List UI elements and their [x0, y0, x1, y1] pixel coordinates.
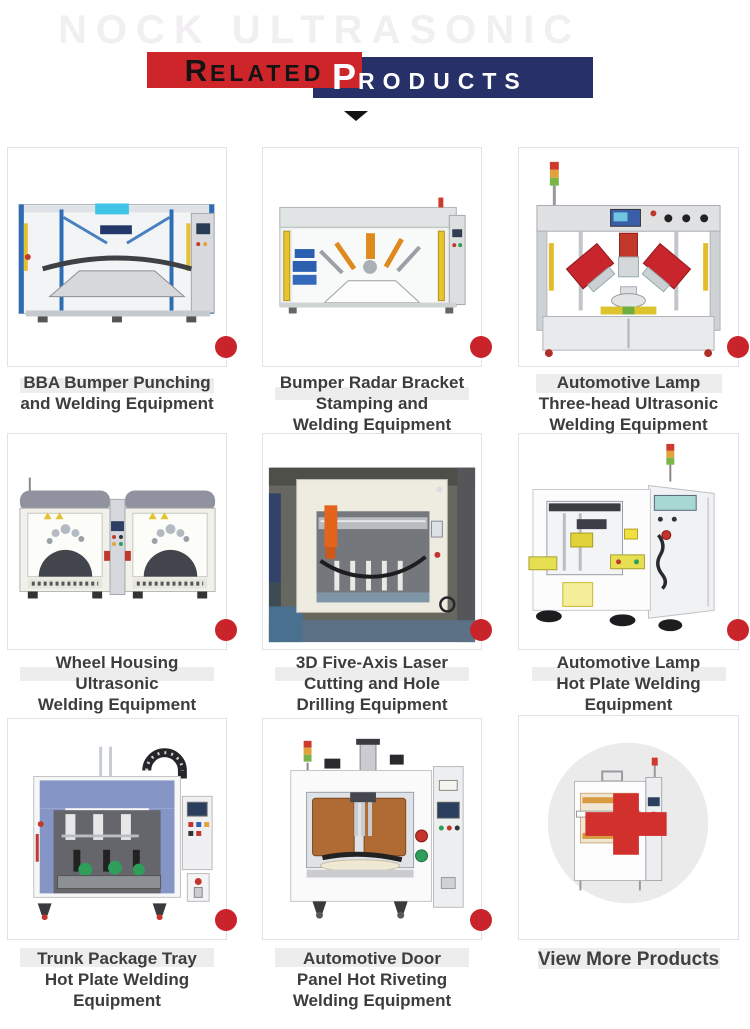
title-highlight — [535, 374, 722, 393]
title-line[interactable]: Hot Plate Welding — [556, 674, 701, 693]
title-line[interactable]: Cutting and Hole — [304, 674, 440, 693]
view-more-label[interactable]: View More Products — [537, 949, 720, 970]
red-dot-badge — [470, 619, 492, 641]
product-image-bba-bumper — [18, 203, 215, 323]
title-line[interactable]: Automotive Lamp — [556, 373, 701, 392]
red-dot-badge — [727, 619, 749, 641]
title-line[interactable]: Trunk Package Tray — [37, 949, 197, 968]
red-dot-badge — [470, 909, 492, 931]
title-highlight — [20, 378, 214, 393]
title-line[interactable]: Automotive Lamp — [556, 653, 701, 672]
title-highlight — [20, 948, 214, 967]
product-card-bumper-radar[interactable] — [262, 147, 492, 367]
header-red-box — [147, 52, 362, 88]
title-highlight — [275, 667, 469, 681]
title-line[interactable]: Panel Hot Riveting — [296, 970, 448, 989]
title-line[interactable]: Bumper Radar Bracket — [279, 373, 465, 392]
product-title-three-head-ultrasonic[interactable]: Automotive Lamp Three-head Ultrasonic We… — [518, 372, 739, 435]
product-title-bumper-radar[interactable]: Bumper Radar Bracket Stamping and Weldin… — [262, 372, 482, 435]
title-highlight — [275, 387, 469, 400]
product-title-laser-cutting[interactable]: 3D Five-Axis Laser Cutting and Hole Dril… — [262, 652, 482, 715]
product-image-wheel-housing — [19, 477, 216, 599]
title-highlight — [537, 948, 720, 969]
title-line[interactable]: Equipment — [584, 695, 673, 714]
title-line[interactable]: Welding Equipment — [292, 415, 452, 434]
red-dot-badge — [215, 336, 237, 358]
title-line[interactable]: 3D Five-Axis Laser — [295, 653, 449, 672]
red-dot-badge — [470, 336, 492, 358]
product-image-lamp-hot-plate — [528, 443, 715, 632]
title-line[interactable]: Welding Equipment — [292, 991, 452, 1010]
title-line[interactable]: Ultrasonic — [75, 674, 159, 693]
product-image-three-head-ultrasonic — [536, 161, 721, 358]
title-line[interactable]: Welding Equipment — [549, 415, 708, 434]
title-highlight — [531, 667, 726, 681]
triangle-down-icon — [344, 111, 368, 121]
title-line[interactable]: Stamping and — [315, 394, 429, 413]
red-dot-badge — [215, 619, 237, 641]
product-card-door-panel[interactable] — [262, 718, 492, 940]
product-card-three-head-ultrasonic[interactable] — [518, 147, 749, 367]
product-title-trunk-tray[interactable]: Trunk Package Tray Hot Plate Welding Equ… — [7, 948, 227, 1011]
title-line[interactable]: Automotive Door — [303, 949, 441, 968]
header-products-text: PRODUCTS — [332, 54, 592, 98]
product-image-bumper-radar — [279, 197, 466, 314]
product-title-bba-bumper[interactable]: BBA Bumper Punching and Welding Equipmen… — [7, 372, 227, 414]
title-line[interactable]: Wheel Housing — [55, 653, 179, 672]
title-line[interactable]: Welding Equipment — [37, 695, 197, 714]
products-rest: RODUCTS — [358, 68, 528, 94]
product-title-door-panel[interactable]: Automotive Door Panel Hot Riveting Weldi… — [262, 948, 482, 1011]
product-title-wheel-housing[interactable]: Wheel Housing Ultrasonic Welding Equipme… — [7, 652, 227, 715]
header-related-text: RELATED — [147, 52, 362, 88]
product-image-trunk-tray — [33, 746, 213, 921]
product-title-lamp-hot-plate[interactable]: Automotive Lamp Hot Plate Welding Equipm… — [518, 652, 739, 715]
product-card-bba-bumper[interactable] — [7, 147, 237, 367]
red-dot-badge — [215, 909, 237, 931]
red-dot-badge — [727, 336, 749, 358]
product-image-laser-cutting — [268, 467, 476, 643]
product-card-lamp-hot-plate[interactable] — [518, 433, 749, 650]
product-image-door-panel — [290, 738, 464, 919]
title-line[interactable]: Drilling Equipment — [296, 695, 448, 714]
product-card-wheel-housing[interactable] — [7, 433, 237, 650]
view-more-products-link[interactable]: View More Products — [518, 948, 739, 972]
view-more-image — [547, 742, 709, 904]
related-rest: ELATED — [210, 60, 325, 86]
title-line[interactable]: Hot Plate Welding — [44, 970, 190, 989]
title-line[interactable]: and Welding Equipment — [20, 394, 214, 413]
product-card-laser-cutting[interactable] — [262, 433, 492, 650]
related-initial: R — [184, 53, 211, 88]
title-highlight — [20, 667, 214, 681]
brand-watermark: NOCK ULTRASONIC — [58, 8, 582, 52]
title-line[interactable]: BBA Bumper Punching — [23, 373, 211, 392]
product-card-trunk-tray[interactable] — [7, 718, 237, 940]
title-line[interactable]: Three-head Ultrasonic — [538, 394, 719, 413]
products-initial: P — [332, 56, 359, 97]
title-highlight — [275, 948, 469, 967]
view-more-card[interactable] — [518, 715, 739, 940]
title-line[interactable]: Equipment — [73, 991, 161, 1010]
